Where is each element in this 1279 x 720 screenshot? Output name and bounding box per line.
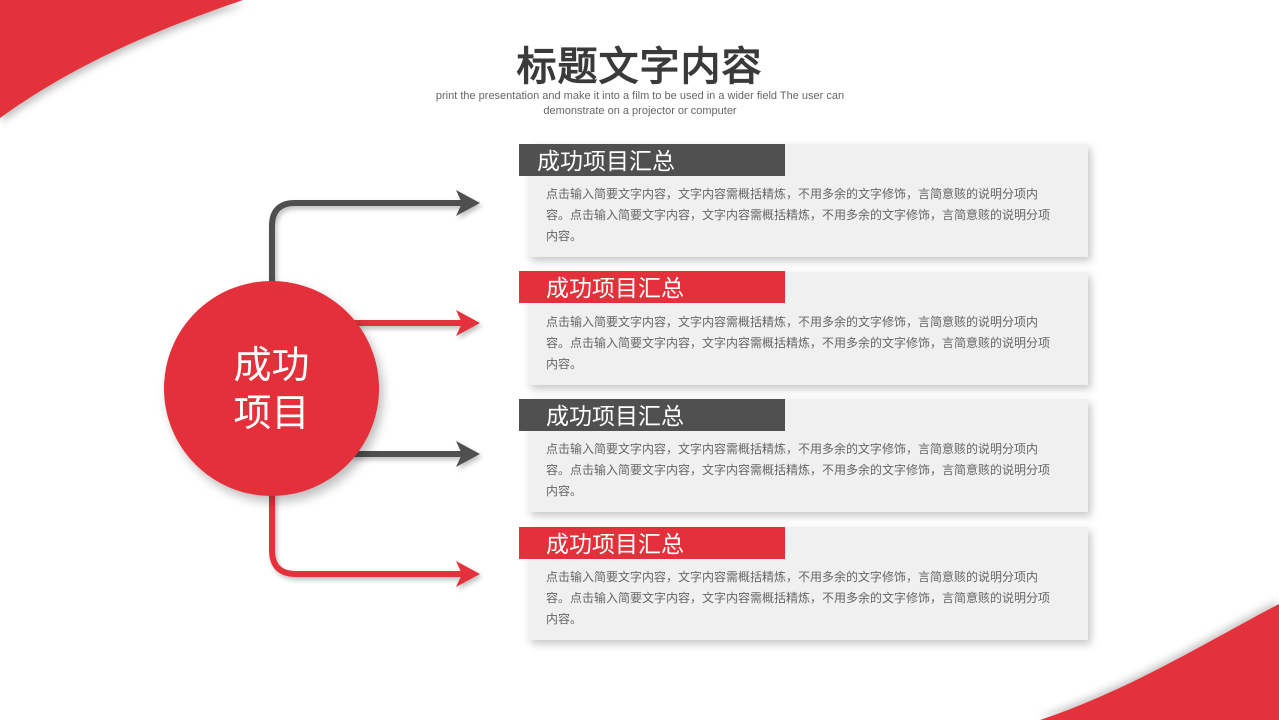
- card-body-3: 点击输入简要文字内容，文字内容需概括精炼，不用多余的文字修饰，言简意赅的说明分项…: [546, 442, 1051, 498]
- corner-swoosh-bottom-right: [1040, 604, 1279, 720]
- card-title-3: 成功项目汇总: [519, 399, 785, 431]
- hub-label-line2: 项目: [233, 390, 310, 435]
- page-subtitle: print the presentation and make it into …: [435, 90, 845, 117]
- page-title: 标题文字内容: [516, 44, 763, 90]
- summary-card-3: 成功项目汇总 点击输入简要文字内容，文字内容需概括精炼，不用多余的文字修饰，言简…: [519, 399, 1088, 512]
- hub-label-line1: 成功: [233, 342, 310, 387]
- card-title-2: 成功项目汇总: [519, 271, 785, 303]
- arrow-4-head-icon: [456, 561, 480, 587]
- hub-circle: 成功 项目: [164, 281, 379, 496]
- arrow-1-line: [269, 200, 462, 285]
- card-body-4: 点击输入简要文字内容，文字内容需概括精炼，不用多余的文字修饰，言简意赅的说明分项…: [546, 570, 1051, 626]
- corner-swoosh-top-left: [0, 0, 243, 118]
- summary-card-4: 成功项目汇总 点击输入简要文字内容，文字内容需概括精炼，不用多余的文字修饰，言简…: [519, 527, 1088, 640]
- card-title-4: 成功项目汇总: [519, 527, 785, 559]
- card-body-2: 点击输入简要文字内容，文字内容需概括精炼，不用多余的文字修饰，言简意赅的说明分项…: [546, 315, 1051, 371]
- summary-card-2: 成功项目汇总 点击输入简要文字内容，文字内容需概括精炼，不用多余的文字修饰，言简…: [519, 271, 1088, 385]
- arrow-4-line: [269, 490, 462, 577]
- arrow-3-head-icon: [456, 441, 480, 467]
- summary-card-1: 成功项目汇总 点击输入简要文字内容，文字内容需概括精炼，不用多余的文字修饰，言简…: [519, 144, 1088, 257]
- card-title-1: 成功项目汇总: [519, 144, 785, 176]
- arrow-1-head-icon: [456, 190, 480, 216]
- arrow-2-head-icon: [456, 310, 480, 336]
- card-body-1: 点击输入简要文字内容，文字内容需概括精炼，不用多余的文字修饰，言简意赅的说明分项…: [546, 187, 1051, 243]
